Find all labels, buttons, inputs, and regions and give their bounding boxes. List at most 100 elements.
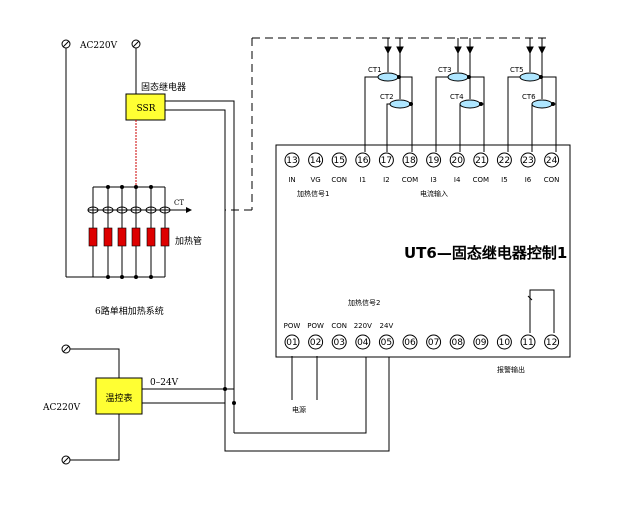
bottom-pin-02	[308, 334, 324, 350]
top-pin-16	[355, 152, 371, 168]
temp-controller-label: 温控表	[105, 392, 132, 404]
bottom-pin-label: 24V	[380, 322, 394, 330]
top-pin-18	[402, 152, 418, 168]
top-pin-number: 16	[357, 156, 369, 166]
ct-coil-3	[447, 72, 469, 82]
bottom-pin-label: POW	[284, 322, 301, 330]
temp-controller-output-wires	[142, 388, 234, 404]
ct-coil-4	[459, 99, 481, 109]
top-pin-17	[378, 152, 394, 168]
ac-top-label: AC220V	[79, 41, 118, 51]
top-pin-13	[284, 152, 300, 168]
bottom-pin-number: 07	[428, 338, 439, 348]
temp-controller-box	[95, 377, 143, 415]
bottom-pin-number: 03	[333, 338, 344, 348]
alarm-relay-wires	[527, 289, 555, 333]
ssr-box	[125, 93, 166, 121]
bottom-pin-label: CON	[331, 322, 347, 330]
heat-signal-1-label: 加热信号1	[297, 189, 329, 198]
top-pin-number: 23	[522, 156, 533, 166]
module-title: UT6—固态继电器控制1	[404, 244, 567, 262]
bottom-pin-number: 01	[286, 338, 297, 348]
bottom-pin-03	[331, 334, 347, 350]
top-pin-19	[426, 152, 442, 168]
top-pin-number: 17	[381, 156, 392, 166]
ct-arrow-head	[186, 207, 192, 213]
bottom-pin-01	[284, 334, 300, 350]
top-pin-number: 14	[310, 156, 322, 166]
bottom-pin-04	[355, 334, 371, 350]
temp-controller-output-label: 0–24V	[150, 378, 179, 388]
top-pin-number: 22	[499, 156, 510, 166]
ct-coil-label: CT2	[380, 93, 394, 101]
ct-coil-label: CT3	[438, 66, 452, 74]
bottom-pin-10	[496, 334, 512, 350]
bottom-pin-label: POW	[307, 322, 324, 330]
bottom-pin-row: 01 POW 02 POW 03 CON 04 220V 05 24V 06 07 08 09 10 11 12	[284, 322, 560, 350]
power-caption: 电源	[292, 405, 306, 414]
bottom-pin-11	[520, 334, 536, 350]
bottom-pin-number: 02	[310, 338, 321, 348]
top-pin-label: I6	[525, 176, 532, 184]
ct-coil-label: CT1	[368, 66, 382, 74]
top-pin-24	[544, 152, 560, 168]
bottom-pin-number: 12	[546, 338, 557, 348]
bottom-pin-number: 04	[357, 338, 369, 348]
ssr-output-wires	[165, 100, 390, 452]
current-input-label: 电流输入	[420, 189, 448, 198]
ct-coil-dot	[397, 75, 401, 79]
ct-coil-dot	[467, 75, 471, 79]
top-pin-20	[449, 152, 465, 168]
bottom-pin-06	[402, 334, 418, 350]
top-pin-label: CON	[331, 176, 347, 184]
bottom-pin-number: 11	[522, 338, 533, 348]
top-pin-21	[473, 152, 489, 168]
top-pin-label: COM	[402, 176, 418, 184]
top-pin-23	[520, 152, 536, 168]
top-pin-label: I1	[360, 176, 367, 184]
alarm-output-label: 报警输出	[497, 365, 525, 374]
ct-coil-dot	[539, 75, 543, 79]
bottom-pin-05	[378, 334, 394, 350]
bottom-pin-08	[449, 334, 465, 350]
heat-signal-2-label: 加热信号2	[348, 298, 380, 307]
top-pin-row: 13IN14VG15CON16I117I218COM19I320I421COM2…	[284, 152, 560, 184]
top-pin-14	[308, 152, 324, 168]
ct-coil-label: CT5	[510, 66, 524, 74]
ct-coil-6	[531, 99, 553, 109]
heater-tubes	[88, 227, 170, 247]
bottom-pin-12	[544, 334, 560, 350]
top-pin-label: I5	[501, 176, 508, 184]
bottom-pin-number: 05	[381, 338, 392, 348]
ssr-label: SSR	[137, 104, 156, 114]
bottom-pin-number: 09	[475, 338, 487, 348]
ct-arrows	[384, 38, 546, 55]
top-pin-label: CON	[544, 176, 560, 184]
top-pin-label: COM	[473, 176, 489, 184]
ssr-caption: 固态继电器	[141, 81, 186, 93]
top-pin-label: I3	[430, 176, 437, 184]
top-pin-15	[331, 152, 347, 168]
bottom-pin-number: 08	[451, 338, 463, 348]
heater-ct-label: CT	[174, 199, 184, 207]
top-pin-number: 24	[546, 156, 558, 166]
ac-bottom-label: AC220V	[42, 403, 81, 413]
bottom-pin-number: 10	[499, 338, 511, 348]
ct-coil-label: CT4	[450, 93, 464, 101]
top-pin-label: I4	[454, 176, 461, 184]
bottom-pin-07	[426, 334, 442, 350]
top-pin-number: 21	[475, 156, 486, 166]
ut6-module	[275, 144, 571, 358]
ct-coil-dot	[409, 102, 413, 106]
ct-coil-5	[519, 72, 541, 82]
top-pin-number: 18	[404, 156, 416, 166]
heater-caption: 加热管	[175, 235, 202, 247]
top-pin-number: 15	[333, 156, 344, 166]
heater-junction-dots	[106, 185, 153, 279]
heating-system-caption: 6路单相加热系统	[95, 305, 164, 317]
bottom-pin-label: 220V	[354, 322, 372, 330]
ct-coil-1	[377, 72, 399, 82]
bottom-pin-number: 06	[404, 338, 416, 348]
